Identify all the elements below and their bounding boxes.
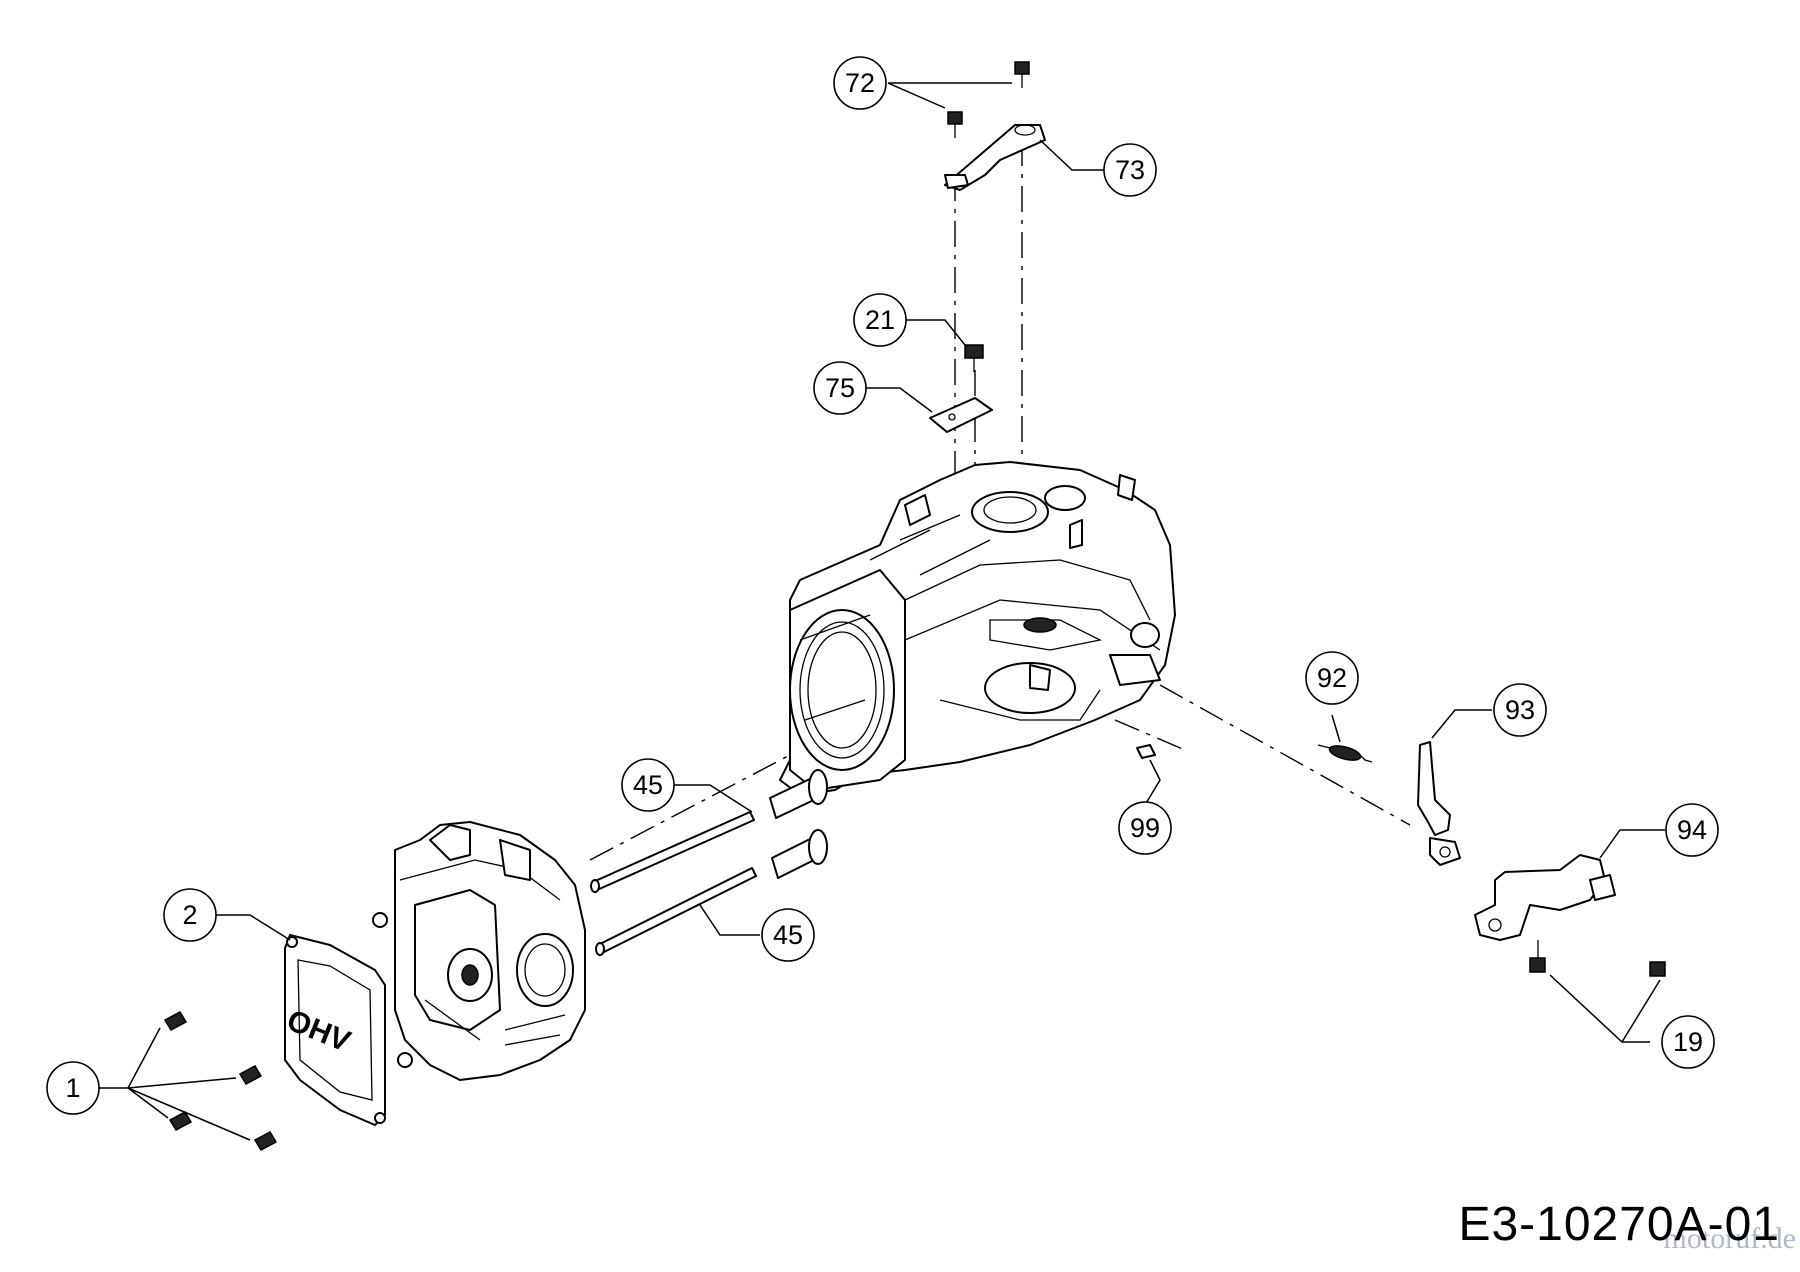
callout-92-label: 92 (1317, 663, 1347, 693)
callout-73-label: 73 (1115, 155, 1145, 185)
callout-2-label: 2 (182, 900, 197, 930)
callout-1: 1 (46, 1061, 100, 1115)
governor-lever (1417, 741, 1461, 866)
valve-tappets (769, 769, 828, 879)
callout-19-label: 19 (1673, 1027, 1703, 1057)
callouts: 72 73 21 75 45 45 2 1 (46, 56, 1719, 1115)
throttle-bracket (1474, 854, 1616, 941)
top-bracket (944, 124, 1046, 191)
callout-45-top-label: 45 (633, 770, 663, 800)
callout-92: 92 (1305, 651, 1359, 705)
callout-99: 99 (1118, 801, 1172, 855)
callout-21-label: 21 (865, 305, 895, 335)
callout-72: 72 (833, 56, 887, 110)
leader-lines (98, 82, 1665, 1141)
callout-45-bottom: 45 (761, 908, 815, 962)
callout-45-bottom-label: 45 (773, 920, 803, 950)
bracket-bolts-19 (1529, 940, 1666, 977)
callout-75-label: 75 (825, 373, 855, 403)
cylinder-head (372, 821, 586, 1081)
bracket-bolts (947, 61, 1030, 138)
callout-94: 94 (1665, 803, 1719, 857)
watermark: motoruf.de (1663, 1222, 1796, 1255)
callout-1-label: 1 (65, 1073, 80, 1103)
callout-21: 21 (853, 293, 907, 347)
drawing-code: E3-10270A-01 (1458, 1198, 1780, 1251)
woodruff-key (1136, 744, 1156, 759)
engine-block (779, 461, 1176, 796)
callout-94-label: 94 (1677, 815, 1707, 845)
callout-93-label: 93 (1505, 695, 1535, 725)
governor-spring (1317, 744, 1373, 763)
alignment-lines (589, 140, 1411, 861)
callout-93: 93 (1493, 683, 1547, 737)
callout-2: 2 (163, 888, 217, 942)
callout-75: 75 (813, 361, 867, 415)
cover-bolts (163, 1011, 278, 1151)
callout-45-top: 45 (621, 758, 675, 812)
callout-19: 19 (1661, 1015, 1715, 1069)
callout-99-label: 99 (1130, 813, 1160, 843)
callout-73: 73 (1103, 143, 1157, 197)
cover-plate (929, 397, 993, 433)
valve-cover: OHV (282, 934, 386, 1126)
push-rods (590, 811, 757, 956)
callout-72-label: 72 (845, 68, 875, 98)
plate-bolt (964, 344, 984, 372)
